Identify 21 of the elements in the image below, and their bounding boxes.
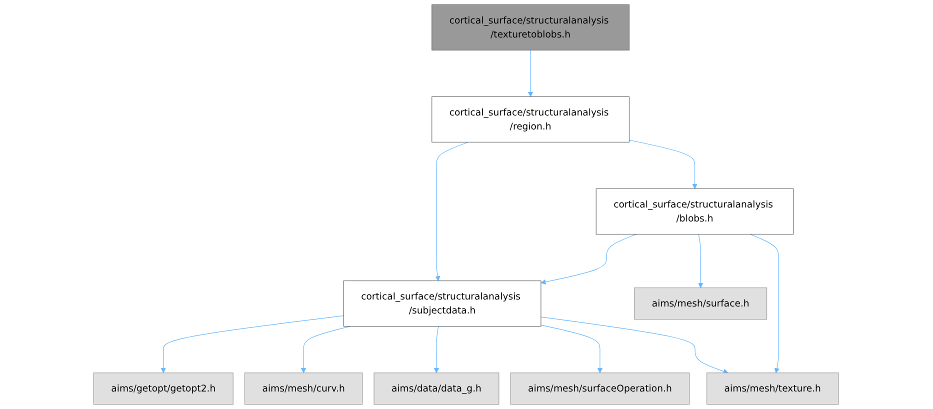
node-box: aims/mesh/surfaceOperation.h: [510, 372, 690, 405]
node-box: cortical_surface/structuralanalysis /region.h: [432, 96, 630, 142]
node-box: aims/mesh/surface.h: [634, 288, 768, 320]
node-box: aims/mesh/curv.h: [244, 372, 364, 405]
arrow: [750, 234, 780, 374]
node-box: cortical_surface/structuralanalysis /texturetoblobs.h: [432, 4, 630, 50]
arrow: [161, 315, 344, 374]
node-box: cortical_surface/structuralanalysis /subjectdata.h: [344, 280, 542, 327]
node-box: aims/data/data_g.h: [374, 372, 500, 405]
arrow: [629, 140, 698, 189]
arrow: [541, 324, 603, 374]
arrow: [541, 234, 638, 284]
arrow: [698, 234, 704, 288]
node-box: aims/mesh/texture.h: [707, 372, 840, 405]
arrow: [528, 50, 534, 97]
node-box: cortical_surface/structuralanalysis /blobs.h: [596, 188, 794, 234]
arrow: [434, 326, 440, 374]
arrow: [436, 142, 470, 282]
arrow: [541, 316, 729, 374]
node-box: aims/getopt/getopt2.h: [94, 372, 234, 405]
arrow: [301, 326, 352, 374]
